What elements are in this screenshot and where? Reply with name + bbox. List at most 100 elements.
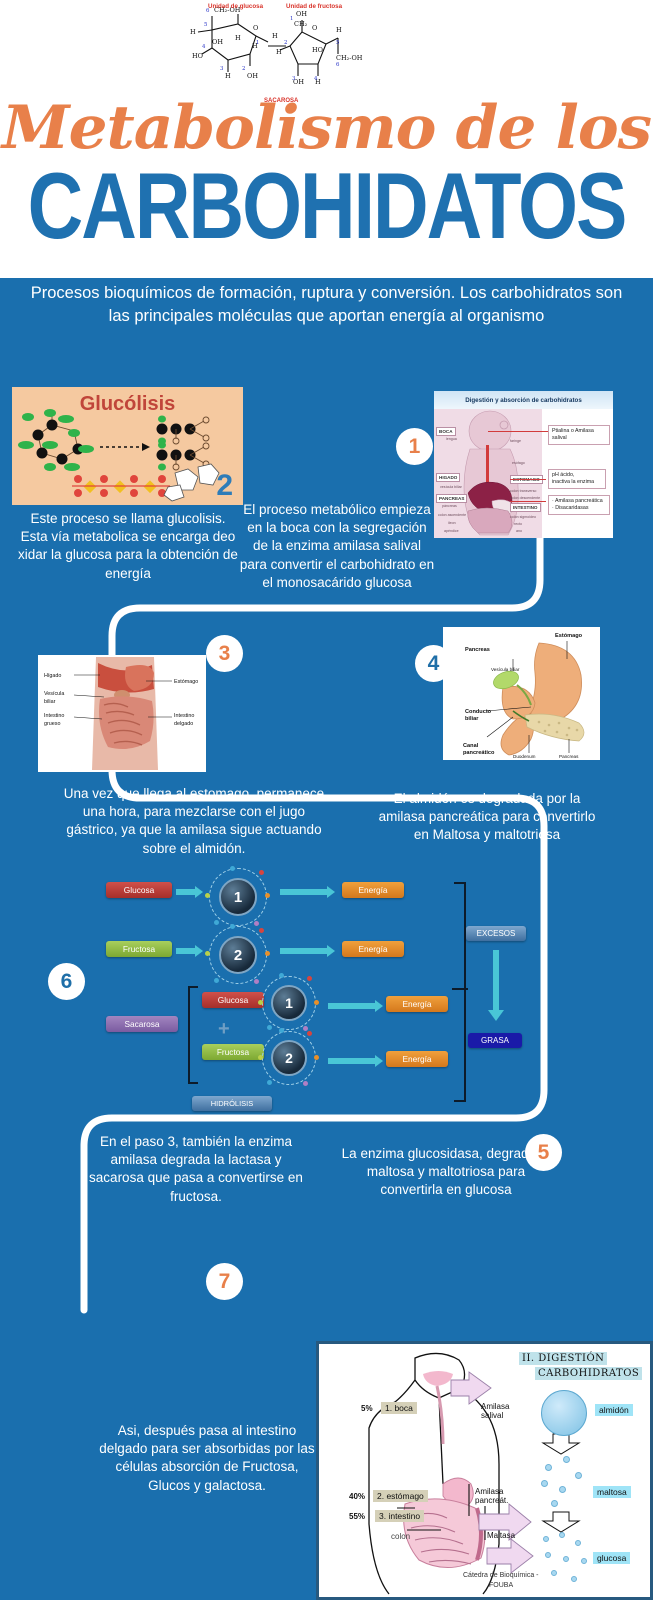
svg-text:3: 3 (292, 76, 296, 82)
label-colon-transverso: colon transverso (510, 489, 537, 493)
svg-text:H: H (235, 34, 241, 42)
flow-arrow-4 (280, 945, 335, 957)
svg-text:2: 2 (242, 66, 245, 72)
svg-text:CH₂-OH: CH₂-OH (336, 54, 363, 62)
flow-dot (279, 973, 284, 978)
pointer-line-3 (510, 501, 546, 502)
svg-text:biliar: biliar (465, 716, 479, 722)
final-product-2: maltosa (593, 1486, 631, 1498)
svg-text:CH₂: CH₂ (294, 20, 308, 28)
flow-dot (303, 1081, 308, 1086)
callout-ptialina: Ptialina o Amilasa salival (548, 425, 610, 446)
step-6-text: En el paso 3, también la enzima amilasa … (89, 1134, 303, 1204)
flow-dot (267, 1025, 272, 1030)
digestion-absorption-image: Digestión y absorción de carbohidratos B… (434, 391, 613, 538)
glucose-blob (545, 1552, 551, 1558)
svg-text:Conducto: Conducto (465, 709, 492, 715)
digestion-image-title: Digestión y absorción de carbohidratos (434, 391, 613, 409)
label-intestino: INTESTINO (510, 503, 541, 512)
svg-text:O: O (312, 24, 317, 32)
svg-text:5: 5 (336, 40, 340, 46)
flow-dot (254, 921, 259, 926)
flow-orb-1: 1 (219, 878, 257, 916)
molecule-label-sucrose: SACAROSA (264, 98, 299, 104)
label-recto: recto (514, 522, 522, 526)
label-boca: BOCA (436, 427, 456, 436)
sucrose-molecule-diagram: CH₂-OH H HO OH H OH H O H H OH CH₂ O H H… (190, 3, 363, 104)
flow-dot (314, 1055, 319, 1060)
svg-text:Pancreas: Pancreas (465, 647, 490, 653)
flow-dot (214, 920, 219, 925)
flow-dot (205, 951, 210, 956)
flow-chip-energia-3: Energía (386, 996, 448, 1012)
flow-arrow-6 (328, 1055, 383, 1067)
final-credit-line1: Cátedra de Bioquímica - (463, 1572, 539, 1579)
glucose-blob (543, 1536, 549, 1542)
label-colon-ascendente: colon ascendente (438, 513, 467, 517)
step-2-text: Este proceso se llama glucolisis. Esta v… (18, 511, 238, 581)
flow-dot (259, 870, 264, 875)
molecule-label-fructose: Unidad de fructosa (286, 3, 343, 10)
svg-text:H: H (190, 28, 196, 36)
flow-dot (314, 1000, 319, 1005)
step-5-badge: 5 (525, 1134, 562, 1171)
flow-dot (265, 893, 270, 898)
page-title-main: CARBOHIDATOS (27, 153, 628, 259)
flow-chip-energia-4: Energía (386, 1051, 448, 1067)
maltose-blob (559, 1486, 566, 1493)
page-title-script: Metabolismo de los (1, 93, 652, 163)
flow-orb-4: 2 (271, 1040, 307, 1076)
svg-text:pancreático: pancreático (463, 750, 495, 756)
flow-orb-3: 1 (271, 985, 307, 1021)
flow-arrow-5 (328, 1000, 383, 1012)
label-pancreas: PANCREAS (436, 494, 468, 503)
digestion-carbohydrates-image: II. DIGESTIÓN CARBOHIDRATOS 5% 1. boca 4… (316, 1341, 653, 1600)
svg-text:OH: OH (296, 10, 307, 18)
svg-text:1: 1 (290, 16, 293, 22)
step-7-text: Asi, después pasa al intestino delgado p… (99, 1423, 315, 1493)
flow-dot (265, 951, 270, 956)
flow-bracket-tick (452, 988, 468, 990)
flow-dot (254, 979, 259, 984)
final-product-1: almidón (595, 1404, 633, 1416)
maltose-blob (541, 1480, 548, 1487)
glucose-blob (563, 1556, 569, 1562)
flow-chip-fructosa-1: Fructosa (106, 941, 172, 957)
final-product-3: glucosa (593, 1552, 631, 1564)
svg-text:Duodenum: Duodenum (513, 754, 536, 759)
flow-arrow-2 (280, 886, 335, 898)
final-percent-3: 55% (349, 1512, 366, 1521)
glycolysis-image-title: Glucólisis (79, 393, 176, 415)
final-colon-label: colon (391, 1532, 411, 1541)
flow-chip-grasa: GRASA (468, 1033, 522, 1048)
connector-path (80, 530, 548, 1314)
svg-text:Intestino: Intestino (174, 713, 194, 719)
molecule-label-glucose: Unidad de glucosa (208, 3, 264, 10)
glucose-blob (575, 1540, 581, 1546)
svg-text:grueso: grueso (44, 721, 60, 727)
flow-chip-energia-1: Energía (342, 882, 404, 898)
flow-dot (307, 1031, 312, 1036)
svg-text:6: 6 (206, 8, 210, 14)
svg-text:4: 4 (314, 76, 318, 82)
svg-text:3: 3 (220, 66, 224, 72)
final-site-2: 2. estómago (373, 1490, 428, 1502)
final-percent-1: 5% (361, 1404, 373, 1413)
svg-text:OH: OH (293, 78, 304, 86)
pointer-line-1 (488, 431, 548, 432)
svg-text:HO: HO (192, 52, 203, 60)
svg-text:Hígado: Hígado (44, 673, 61, 679)
step-3-badge: 3 (206, 635, 243, 672)
label-colon-descendente: colon descendente (510, 496, 541, 500)
step-1-text: El proceso metabólico empieza en la boca… (239, 502, 435, 590)
final-title-line2: CARBOHIDRATOS (535, 1367, 643, 1380)
step-6-badge: 6 (48, 963, 85, 1000)
starch-molecule-cluster (541, 1390, 587, 1436)
flow-chip-glucosa-1: Glucosa (106, 882, 172, 898)
page-subtitle: Procesos bioquímicos de formación, ruptu… (30, 284, 623, 326)
flow-dot (230, 924, 235, 929)
